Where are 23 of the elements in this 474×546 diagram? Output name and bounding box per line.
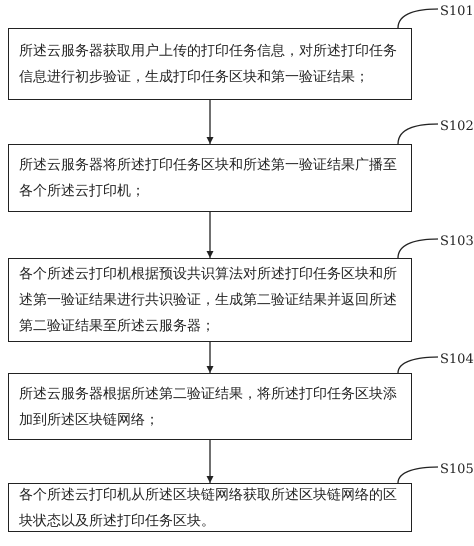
step-label: S105	[440, 462, 474, 477]
leader-line	[397, 466, 438, 484]
step-label: S103	[440, 234, 474, 249]
leader-line	[397, 8, 438, 28]
step-text: 所述云服务器获取用户上传的打印任务信息，对所述打印任务信息进行初步验证，生成打印任务区块和第一验证结果；	[19, 42, 398, 87]
step-text: 所述云服务器根据所述第二验证结果，将所述打印任务区块添加到所述区块链网络；	[19, 384, 398, 430]
step-text: 所述云服务器将所述打印任务区块和所述第一验证结果广播至各个所述云打印机；	[19, 156, 398, 201]
arrow	[206, 342, 214, 373]
step-text: 各个所述云打印机从所述区块链网络获取所述区块链网络的区块状态以及所述打印任务区块。	[19, 486, 398, 530]
leader-line	[397, 356, 438, 374]
step-label: S101	[440, 4, 474, 19]
leader-line	[397, 238, 438, 258]
leader-line	[397, 123, 438, 144]
step-text: 各个所述云打印机根据预设共识算法对所述打印任务区块和所述第一验证结果进行共识验证，生成第二验证结果并返回所述第二验证结果至所述云服务器；	[19, 265, 398, 336]
arrow	[206, 440, 214, 483]
step-label: S102	[440, 119, 474, 134]
process-box	[8, 258, 412, 342]
step-label: S104	[440, 352, 474, 367]
process-box	[8, 28, 412, 100]
process-box	[8, 144, 412, 212]
process-box	[8, 373, 412, 440]
arrow	[206, 100, 214, 144]
arrow	[206, 212, 214, 258]
